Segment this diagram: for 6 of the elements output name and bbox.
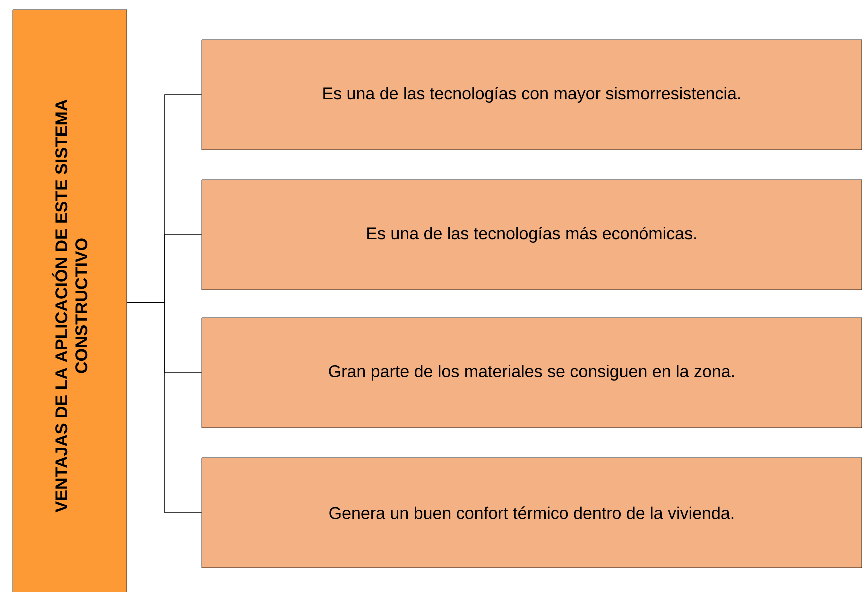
- advantage-box: Gran parte de los materiales se consiguen en la zona.: [202, 318, 862, 428]
- advantage-box: Es una de las tecnologías con mayor sismorresistencia.: [202, 40, 862, 150]
- advantage-box: Genera un buen confort térmico dentro de la vivienda.: [202, 458, 862, 568]
- connector-line: [126, 302, 202, 514]
- title-box: VENTAJAS DE LA APLICACIÓN DE ESTE SISTEMA CONSTRUCTIVO: [12, 10, 128, 592]
- advantage-box: Es una de las tecnologías más económicas.: [202, 180, 862, 290]
